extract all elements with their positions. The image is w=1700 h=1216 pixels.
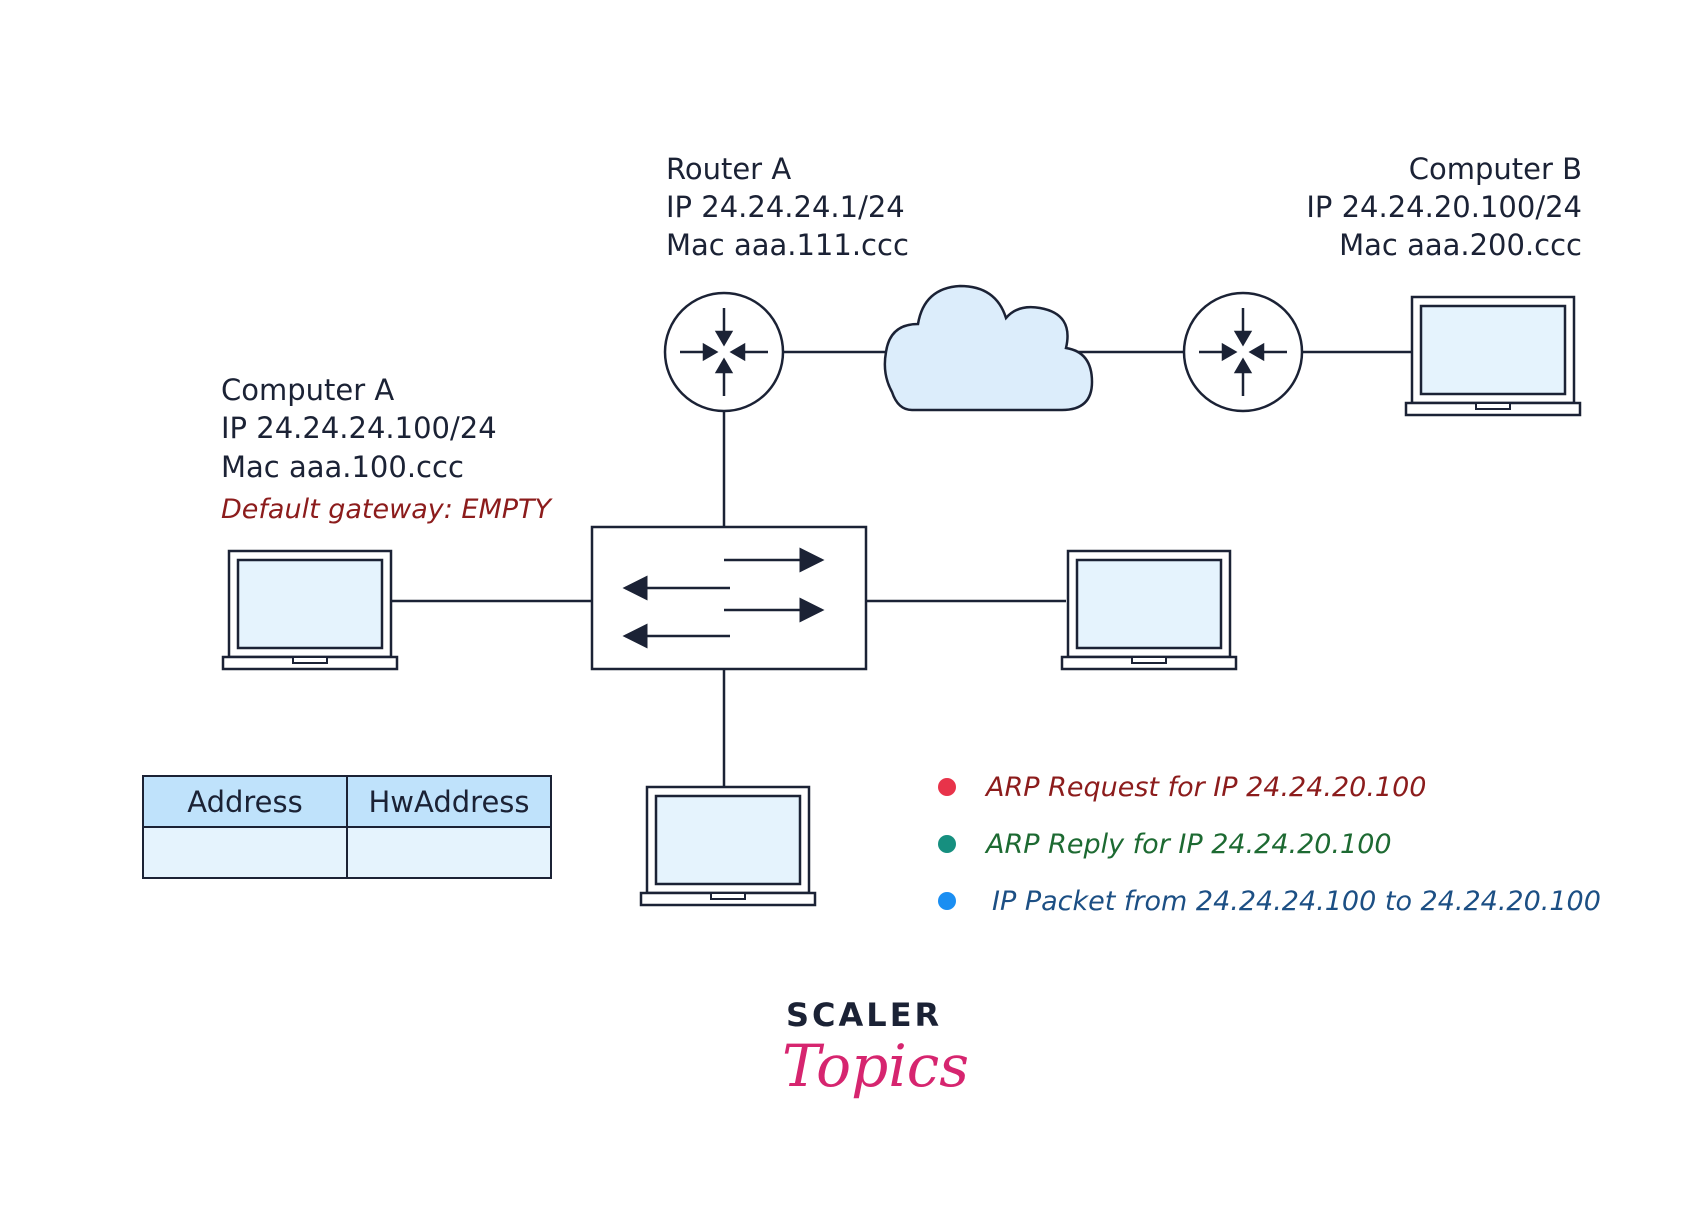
connection-links: [392, 350, 1412, 787]
computer-a-ip: IP 24.24.24.100/24: [221, 411, 497, 445]
computer-a-name: Computer A: [221, 373, 395, 407]
bottom-laptop-icon: [639, 785, 817, 907]
brand-word: SCALER: [786, 996, 943, 1034]
computer-b-name: Computer B: [1408, 152, 1582, 186]
red-dot-icon: [938, 778, 956, 796]
router-a-name: Router A: [666, 152, 792, 186]
arp-table: Address HwAddress: [142, 775, 552, 879]
computer-b-ip: IP 24.24.20.100/24: [1306, 190, 1582, 224]
computer-a-default-gateway: Default gateway: EMPTY: [221, 494, 552, 525]
computer-a-laptop-icon: [221, 549, 399, 671]
right-laptop-icon: [1060, 549, 1238, 671]
router-a-icon: [663, 291, 785, 413]
legend-item-ip-packet: IP Packet from 24.24.24.100 to 24.24.20.…: [938, 881, 1601, 921]
teal-dot-icon: [938, 835, 956, 853]
arp-table-header-hwaddress: HwAddress: [346, 775, 552, 828]
computer-a-mac: Mac aaa.100.ccc: [221, 450, 464, 484]
router-a-ip: IP 24.24.24.1/24: [666, 190, 905, 224]
arp-table-cell-hwaddress: [346, 826, 552, 879]
legend-label: ARP Reply for IP 24.24.20.100: [986, 828, 1392, 860]
router-b-icon: [1182, 291, 1304, 413]
computer-b-laptop-icon: [1404, 295, 1582, 417]
legend-label: IP Packet from 24.24.24.100 to 24.24.20.…: [992, 885, 1601, 917]
arp-table-cell-address: [142, 826, 348, 879]
computer-b-mac: Mac aaa.200.ccc: [1339, 228, 1582, 262]
arp-table-header-row: Address HwAddress: [142, 775, 552, 828]
legend-item-arp-reply: ARP Reply for IP 24.24.20.100: [938, 824, 1392, 864]
legend-label: ARP Request for IP 24.24.20.100: [986, 771, 1427, 803]
brand-script: Topics: [782, 1032, 970, 1100]
arp-table-header-address: Address: [142, 775, 348, 828]
cloud-icon: [883, 284, 1094, 412]
router-a-mac: Mac aaa.111.ccc: [666, 228, 909, 262]
arp-table-row: [142, 826, 552, 879]
blue-dot-icon: [938, 892, 956, 910]
legend-item-arp-request: ARP Request for IP 24.24.20.100: [938, 767, 1426, 807]
switch-icon: [590, 525, 868, 671]
